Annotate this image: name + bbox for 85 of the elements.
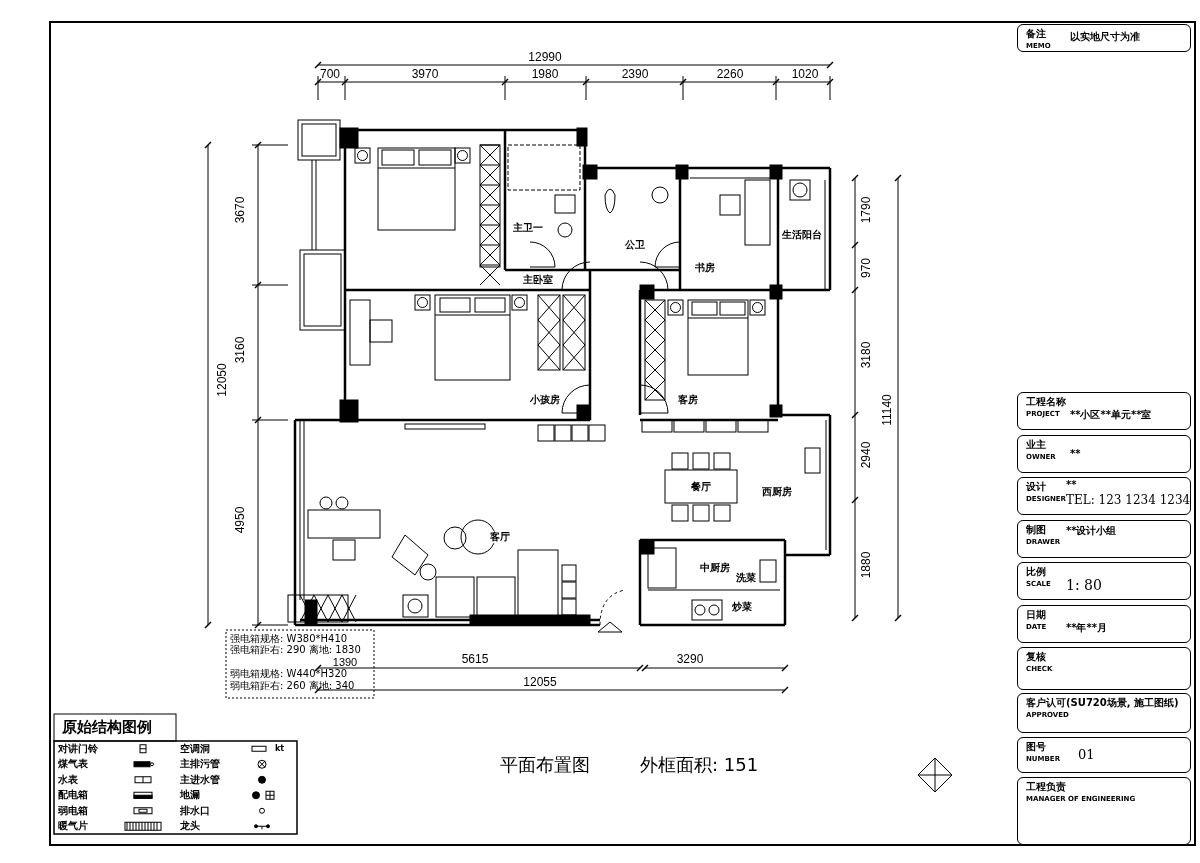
title-block-cell <box>1017 562 1191 600</box>
room-label: 主卫一 <box>512 222 544 234</box>
dimension-label: 12990 <box>528 51 562 63</box>
dimension-label: 4950 <box>234 506 246 534</box>
title-block-cell <box>1017 435 1191 473</box>
field-heading: 工程名称 <box>1026 397 1066 407</box>
dimension-label: 1790 <box>860 196 872 224</box>
dimension-label: 2390 <box>621 68 649 80</box>
legend-label: 水表 <box>58 774 78 785</box>
room-label: 主卧室 <box>522 274 554 286</box>
dimension-label: 12050 <box>216 363 228 397</box>
legend-label: 龙头 <box>180 821 200 832</box>
dimension-label: 2940 <box>860 441 872 469</box>
title-block-cell <box>1017 24 1191 52</box>
room-label: 餐厅 <box>690 481 712 493</box>
field-heading: 复核 <box>1026 652 1046 662</box>
dimension-label: 11140 <box>881 394 893 426</box>
legend-label: 排水口 <box>180 805 210 816</box>
title-block-cell <box>1017 647 1191 690</box>
dimension-label: 12055 <box>523 676 557 688</box>
plan-title: 平面布置图 <box>500 756 590 774</box>
field-heading: 制图 <box>1026 525 1046 535</box>
dimension-label: 3290 <box>676 653 704 665</box>
title-block-cell <box>1017 520 1191 558</box>
room-label: 小孩房 <box>529 394 561 406</box>
field-value: **年**月 <box>1066 623 1107 633</box>
room-label: 洗菜 <box>735 572 757 584</box>
legend-label: 配电箱 <box>58 790 88 801</box>
note-text: 强电箱规格: W380*H410 <box>230 634 348 644</box>
legend-label: 空调洞 <box>180 743 210 754</box>
title-block-cell <box>1017 477 1191 515</box>
symbol-label: kt <box>275 744 285 753</box>
note-text: 弱电箱规格: W440*H320 <box>230 669 348 679</box>
field-heading: 比例 <box>1026 567 1046 577</box>
field-value: **设计小组 <box>1066 526 1117 536</box>
note-text: 强电箱距右: 290 离地: 1830 <box>230 645 361 655</box>
legend-heading: 原始结构图例 <box>62 719 152 735</box>
legend-label: 弱电箱 <box>58 805 88 816</box>
note-text: 弱电箱距右: 260 离地: 340 <box>230 681 355 691</box>
dimension-label: 3160 <box>234 336 246 364</box>
field-value: 01 <box>1078 747 1095 761</box>
field-heading: 图号 <box>1026 742 1046 752</box>
field-value: ** <box>1070 449 1081 459</box>
legend-label: 主进水管 <box>180 774 220 785</box>
field-heading: 设计 <box>1026 482 1046 492</box>
dimension-label: 700 <box>320 68 340 80</box>
field-value: 1: 80 <box>1066 578 1102 592</box>
dimension-label: 3180 <box>860 341 872 369</box>
field-value: ** <box>1066 480 1077 490</box>
dimension-label: 1980 <box>531 68 559 80</box>
room-label: 公卫 <box>624 239 646 251</box>
room-label: 中厨房 <box>699 562 731 574</box>
room-label: 客房 <box>677 394 699 406</box>
dimension-label: 970 <box>860 258 872 278</box>
title-block-cell <box>1017 777 1191 845</box>
title-block-cell <box>1017 737 1191 773</box>
legend-label: 暖气片 <box>58 821 88 832</box>
legend-label: 主排污管 <box>180 759 220 770</box>
dimension-label: 3670 <box>234 196 246 224</box>
field-heading: 日期 <box>1026 610 1046 620</box>
legend-label: 对讲门铃 <box>58 743 98 754</box>
room-label: 生活阳台 <box>781 229 823 241</box>
field-heading: 业主 <box>1026 440 1046 450</box>
title-block-cell <box>1017 605 1191 643</box>
room-label: 客厅 <box>489 531 511 543</box>
field-value: **小区**单元**室 <box>1070 410 1152 420</box>
field-heading: 工程负责 <box>1026 782 1066 792</box>
field-value: 以实地尺寸为准 <box>1070 32 1140 42</box>
title-block-cell <box>1017 693 1191 733</box>
room-label: 书房 <box>694 262 716 274</box>
dimension-label: 2260 <box>716 68 744 80</box>
dimension-label: 5615 <box>461 653 489 665</box>
area-label: 外框面积: 151 <box>640 756 759 774</box>
dimension-label: 3970 <box>411 68 439 80</box>
dimension-label: 1390 <box>332 656 358 668</box>
room-label: 炒菜 <box>731 601 753 613</box>
room-label: 西厨房 <box>761 486 793 498</box>
field-heading: 客户认可(SU720场景, 施工图纸) <box>1026 698 1179 708</box>
legend-label: 地漏 <box>180 790 200 801</box>
field-value: TEL: 123 1234 1234 <box>1066 494 1191 506</box>
dimension-label: 1020 <box>791 68 819 80</box>
legend-label: 煤气表 <box>58 759 88 770</box>
field-heading: 备注 <box>1026 29 1046 39</box>
dimension-label: 1880 <box>860 551 872 579</box>
title-block-cell <box>1017 392 1191 430</box>
